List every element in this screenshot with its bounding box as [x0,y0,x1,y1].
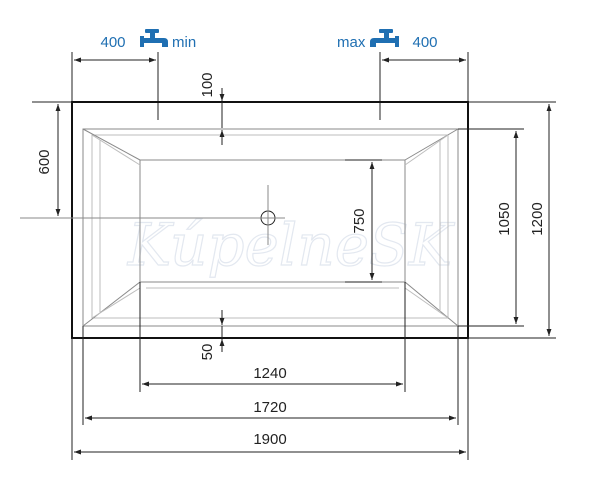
faucet-dimensions [71,52,469,120]
tub-basin-lip [91,134,449,319]
dimension-label: 1200 [529,202,546,235]
dimension-label: 750 [351,208,368,233]
dimension-bottom-width: 1240 [139,282,406,392]
tub-slope-lines [82,128,459,327]
faucet-right-distance: 400 [412,34,437,51]
dimension-overall-width: 1200 [468,101,556,339]
faucet-right-label: max [337,34,366,51]
dimension-label: 1240 [253,365,286,382]
dimension-label: 600 [36,149,53,174]
faucet-left-distance: 400 [100,34,125,51]
dimension-top-offset: 100 [199,72,225,145]
drain-icon [20,185,285,245]
dimension-overall-length: 1900 [71,338,469,460]
tub-inner-rim [82,128,459,327]
faucet-left-label: min [172,34,196,51]
dimension-label: 1050 [496,202,513,235]
dimension-inner-length: 1720 [82,326,459,425]
dimension-drain-offset: 600 [32,101,72,216]
faucet-icon [140,29,168,47]
faucet-left: 400 min [100,29,196,51]
dimension-label: 1720 [253,399,286,416]
dimension-label: 50 [199,344,216,361]
watermark: KúpelneSK [127,211,456,279]
tub-outer-rim [71,101,469,339]
faucet-right: max 400 [337,29,438,51]
tub-basin-floor [139,159,406,283]
dimension-label: 1900 [253,431,286,448]
dimension-inner-depth: 750 [345,159,382,283]
dimension-bottom-offset: 50 [199,310,225,361]
faucet-icon [370,29,399,47]
dimension-basin-length: 1050 [458,128,524,327]
dimension-label: 100 [199,72,216,97]
